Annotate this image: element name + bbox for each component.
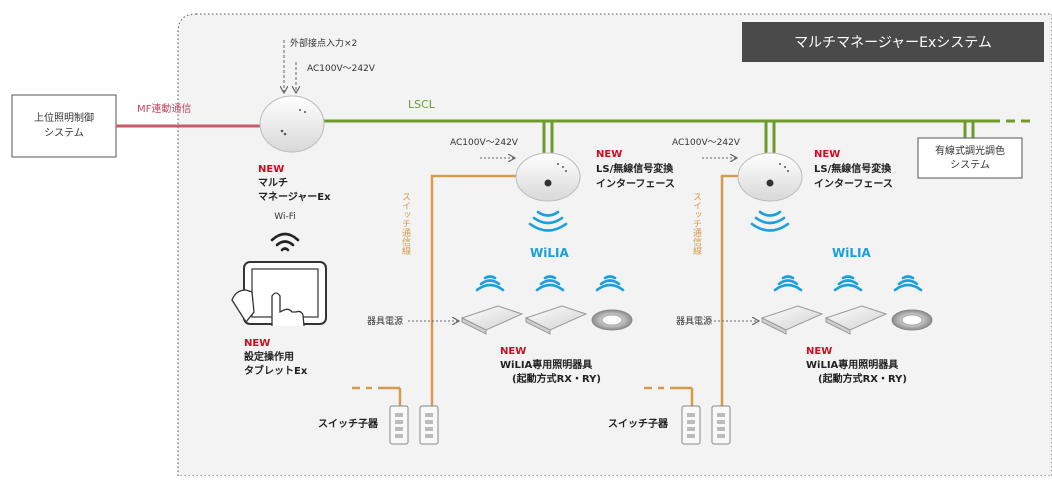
system-title: マルチマネージャーExシステム — [794, 35, 992, 51]
light-fixture — [460, 305, 524, 335]
lscl-line — [322, 119, 1030, 158]
fixture-name-2b: (起動方式RX・RY) — [818, 372, 907, 385]
fixture-power-label-2: 器具電源 — [676, 316, 712, 327]
fixture-name-1b: (起動方式RX・RY) — [512, 372, 601, 385]
lscl-label: LSCL — [408, 98, 436, 111]
wireless-icon — [595, 275, 625, 292]
light-fixture — [524, 305, 588, 335]
switch-icon — [389, 405, 409, 445]
switch-comm-label-2: スイッチ通信線 — [691, 192, 702, 255]
switch-label-1: スイッチ子器 — [318, 418, 379, 430]
fixture-power-label-1: 器具電源 — [367, 316, 403, 327]
interface-new-2: NEW — [814, 149, 840, 160]
mm-ac-label: AC100V〜242V — [307, 64, 376, 74]
dimming-system-label-1: 有線式調光調色 — [935, 144, 1005, 157]
switch-icon — [681, 405, 701, 445]
multi-manager-device — [259, 95, 325, 153]
tablet-new: NEW — [244, 338, 270, 349]
wilia-label-1: WiLIA — [530, 246, 569, 260]
wilia-label-2: WiLIA — [832, 246, 871, 260]
wireless-icon — [893, 275, 923, 292]
wireless-icon — [528, 210, 568, 232]
wireless-icon — [773, 275, 803, 292]
title-box — [742, 22, 1044, 62]
interface-device-1 — [515, 152, 581, 202]
light-fixture — [760, 305, 824, 335]
tablet-name-2: タブレットEx — [244, 364, 308, 377]
switch-icon — [419, 405, 439, 445]
ac-label-1: AC100V〜242V — [450, 138, 519, 148]
upper-system-box — [11, 94, 117, 158]
switch-label-2: スイッチ子器 — [608, 418, 669, 430]
fixture-new-2: NEW — [806, 346, 832, 357]
external-input-label: 外部接点入力×2 — [290, 37, 357, 49]
interface-device-2 — [737, 152, 803, 202]
multi-manager-name-1: マルチ — [258, 177, 288, 189]
switch-comm-label-1: スイッチ通信線 — [400, 192, 411, 255]
multi-manager-new: NEW — [258, 164, 284, 175]
group-1: スイッチ通信線 AC100V〜242V NEW LS/無線信号変換 インターフェ… — [318, 138, 675, 445]
fixture-name-1a: WiLIA専用照明器具 — [500, 358, 592, 371]
wifi-label: Wi-Fi — [274, 212, 295, 222]
tablet-icon — [231, 261, 327, 327]
switch-comm-line-1 — [430, 174, 518, 415]
interface-name-2a: LS/無線信号変換 — [814, 162, 892, 175]
wireless-icon — [475, 275, 505, 292]
switch-icon — [711, 405, 731, 445]
group-2: スイッチ通信線 AC100V〜242V NEW LS/無線信号変換 インターフェ… — [608, 138, 933, 445]
interface-name-2b: インターフェース — [814, 178, 893, 190]
switch-comm-line-2 — [720, 174, 740, 415]
downlight — [891, 309, 933, 331]
dimming-system-label-2: システム — [950, 159, 990, 171]
upper-system-label-1: 上位照明制御 — [34, 111, 94, 124]
interface-name-1b: インターフェース — [596, 178, 675, 190]
tablet-name-1: 設定操作用 — [244, 350, 294, 363]
fixture-name-2a: WiLIA専用照明器具 — [806, 358, 898, 371]
wireless-icon — [833, 275, 863, 292]
interface-new-1: NEW — [596, 149, 622, 160]
system-panel — [177, 13, 1052, 477]
multi-manager-name-2: マネージャーEx — [258, 191, 331, 203]
fixture-new-1: NEW — [500, 346, 526, 357]
downlight — [591, 309, 633, 331]
upper-system-label-2: システム — [44, 127, 84, 139]
interface-name-1a: LS/無線信号変換 — [596, 162, 674, 175]
ac-label-2: AC100V〜242V — [672, 138, 741, 148]
external-input-arrows — [284, 40, 296, 92]
light-fixture — [824, 305, 888, 335]
wireless-icon — [750, 210, 790, 232]
wireless-icon — [535, 275, 565, 292]
mf-link-label: MF連動通信 — [137, 102, 191, 115]
dimming-system-box — [917, 137, 1023, 179]
wifi-icon — [270, 232, 300, 252]
